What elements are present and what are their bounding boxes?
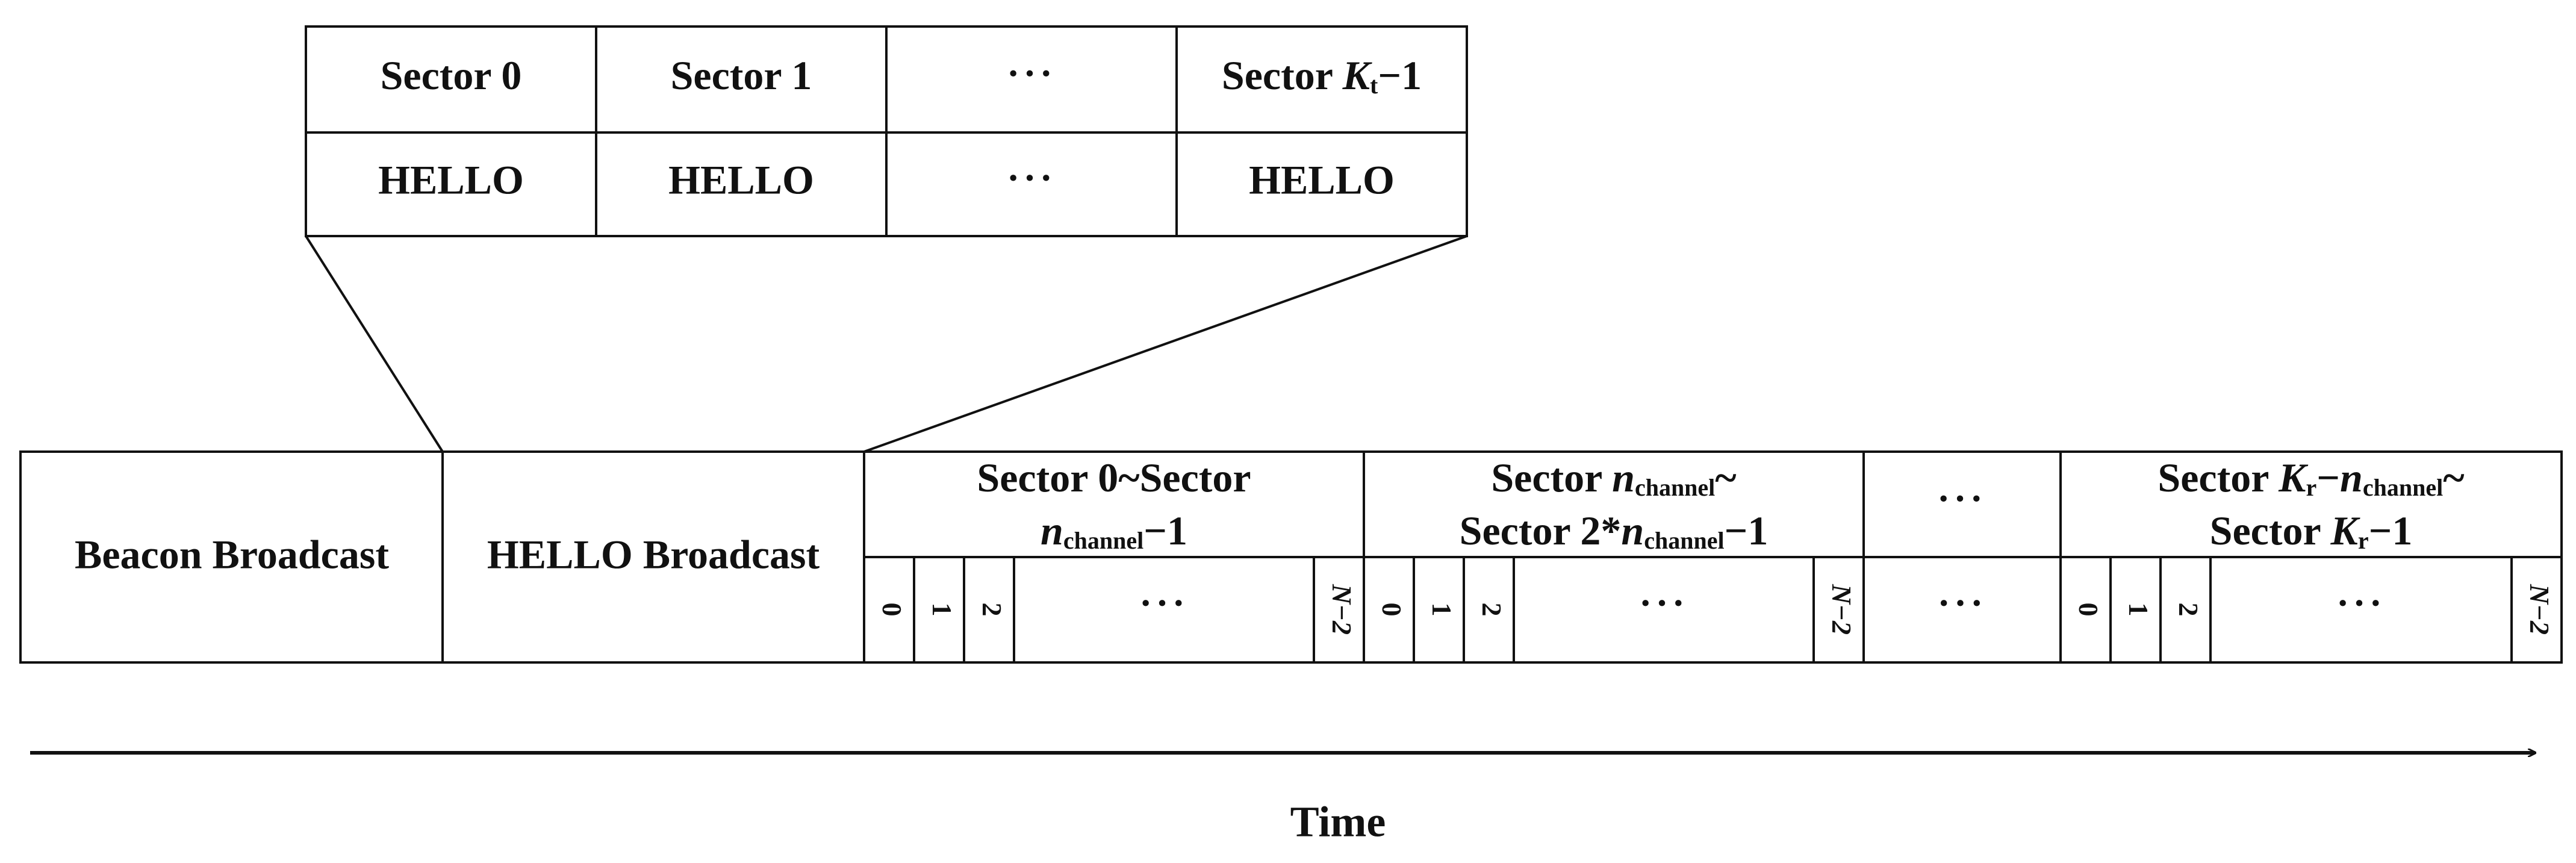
slot-label: 1 [1426,603,1457,617]
beacon-broadcast-label: Beacon Broadcast [75,532,389,578]
slot-label: N−2 [1826,584,1857,635]
hello-broadcast-label: HELLO Broadcast [487,532,820,578]
slot-label: N−2 [1327,584,1357,635]
slot-label: 1 [2123,603,2154,617]
slot-label: 0 [877,603,907,617]
slot-ellipsis: ··· [1639,582,1688,625]
table-cell-hello: HELLO [668,157,814,203]
group-3-header-ellipsis: ··· [1937,477,1986,520]
table-header-sector-1: Sector 1 [671,52,812,98]
slot-ellipsis: ··· [1139,582,1189,625]
zoom-connector-left [305,235,444,453]
slot-label: 2 [2173,603,2204,617]
table-cell-ellipsis: ··· [1007,157,1056,199]
table-header-ellipsis: ··· [1007,52,1056,95]
group-2-header-line2: Sector 2*nchannel−1 [1460,508,1769,555]
timeline-frame: Beacon Broadcast HELLO Broadcast [19,450,2563,664]
group-4-header-line1: Sector Kr−nchannel~ [2158,455,2464,502]
table-header-sector-0: Sector 0 [381,52,522,98]
time-axis-label: Time [1290,798,1386,846]
group-2-header-line1: Sector nchannel~ [1491,455,1736,502]
slot-label: 2 [1476,603,1507,617]
zoom-connector-right [863,235,1467,453]
table-cell-hello: HELLO [1249,157,1395,203]
group-1-header-line1: Sector 0~Sector [977,455,1251,500]
table-header-sector-kt-minus-1: Sector Kt−1 [1222,52,1422,99]
slot-label: 0 [1377,603,1407,617]
table-cell-hello: HELLO [378,157,524,203]
slot-label: 0 [2073,603,2104,617]
slot-label: 2 [977,603,1007,617]
slot-ellipsis: ··· [2336,582,2386,625]
slot-label: 1 [927,603,957,617]
group-1-header-line2: nchannel−1 [1041,508,1187,555]
expanded-hello-table: Sector 0 Sector 1 ··· Sector Kt−1 HELLO … [305,25,1468,237]
group-4-header-line2: Sector Kr−1 [2210,508,2413,555]
slot-label: N−2 [2524,584,2555,635]
slot-ellipsis: ··· [1937,582,1986,625]
slot-rows: 0 1 2 ··· N−2 0 1 2 ··· N−2 ··· 0 1 2 ··· N−2 [877,557,2555,662]
